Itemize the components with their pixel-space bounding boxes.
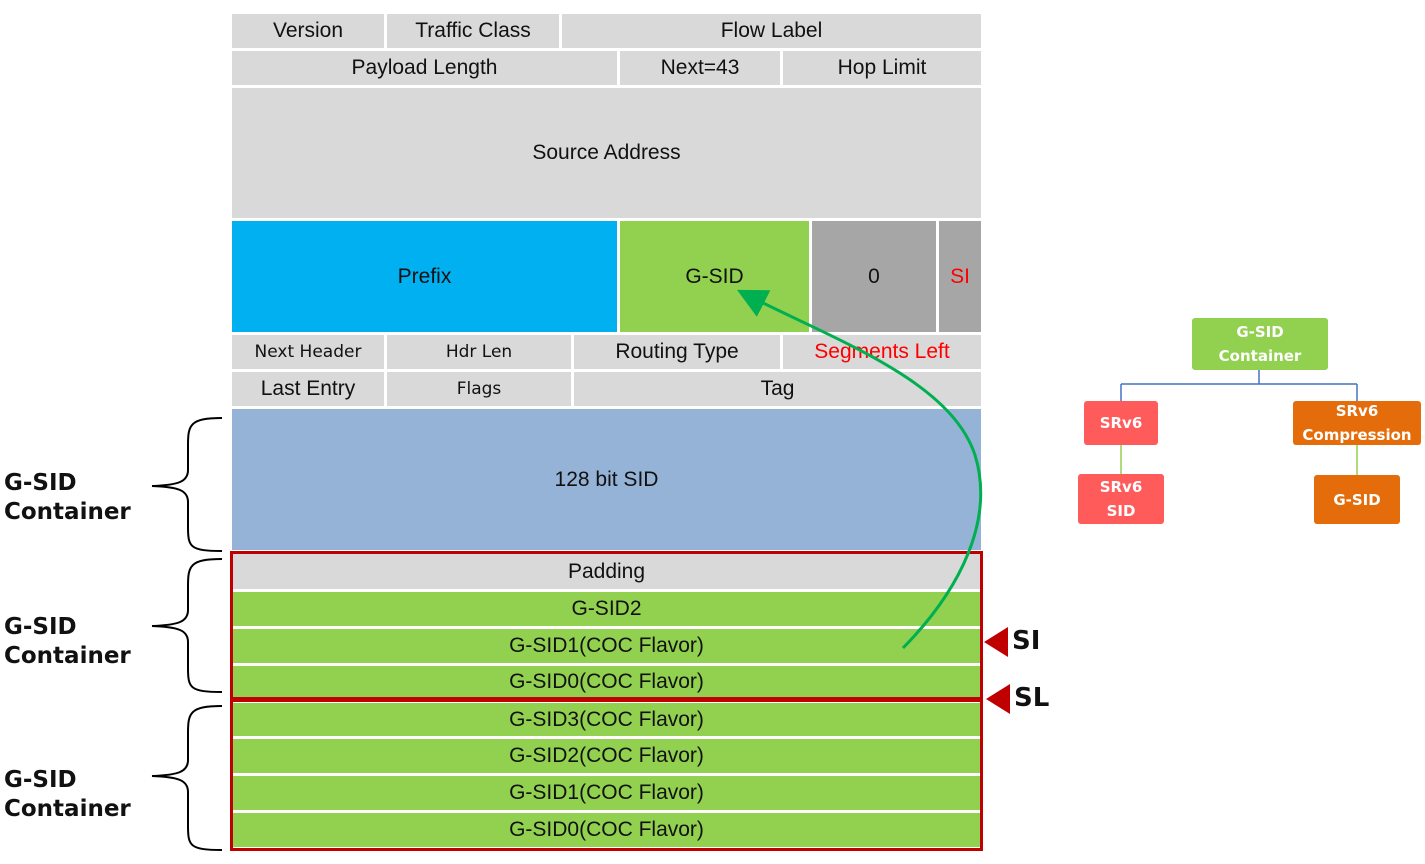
tag-field: Tag (574, 372, 981, 406)
traffic-class-field: Traffic Class (387, 14, 559, 48)
gsid-container-outline (230, 551, 983, 700)
si-pointer-icon (984, 627, 1008, 657)
prefix-field: Prefix (232, 221, 617, 332)
sid-128-field: 128 bit SID (232, 409, 981, 550)
hdr-len-field: Hdr Len (387, 335, 571, 369)
container-brace (151, 417, 223, 552)
container-brace (151, 705, 223, 851)
srh-next-header-field: Next Header (232, 335, 384, 369)
container-brace (151, 558, 223, 693)
gsid-entry: G-SID1(COC Flavor) (232, 776, 981, 810)
sl-pointer-label: SL (1014, 683, 1050, 713)
tree-srv6-node: SRv6 (1084, 401, 1158, 445)
si-pointer-label: SI (1012, 626, 1041, 656)
si-field: SI (939, 221, 981, 332)
segments-left-field: Segments Left (783, 335, 981, 369)
flags-field: Flags (387, 372, 571, 406)
routing-type-field: Routing Type (574, 335, 780, 369)
gsid-entry: G-SID3(COC Flavor) (232, 703, 981, 736)
sl-pointer-icon (986, 684, 1010, 714)
gsid-entry: G-SID0(COC Flavor) (232, 813, 981, 847)
source-address-field: Source Address (232, 88, 981, 218)
tree-gsid-node: G-SID (1314, 475, 1400, 524)
payload-length-field: Payload Length (232, 51, 617, 85)
next-header-field: Next=43 (620, 51, 780, 85)
last-entry-field: Last Entry (232, 372, 384, 406)
gsid-field: G-SID (620, 221, 809, 332)
gsid-entry: G-SID2(COC Flavor) (232, 739, 981, 773)
gsid-container-outline (230, 699, 983, 851)
zero-field: 0 (812, 221, 936, 332)
version-field: Version (232, 14, 384, 48)
flow-label-field: Flow Label (562, 14, 981, 48)
hop-limit-field: Hop Limit (783, 51, 981, 85)
gsid-entry: G-SID0(COC Flavor) (232, 666, 981, 697)
